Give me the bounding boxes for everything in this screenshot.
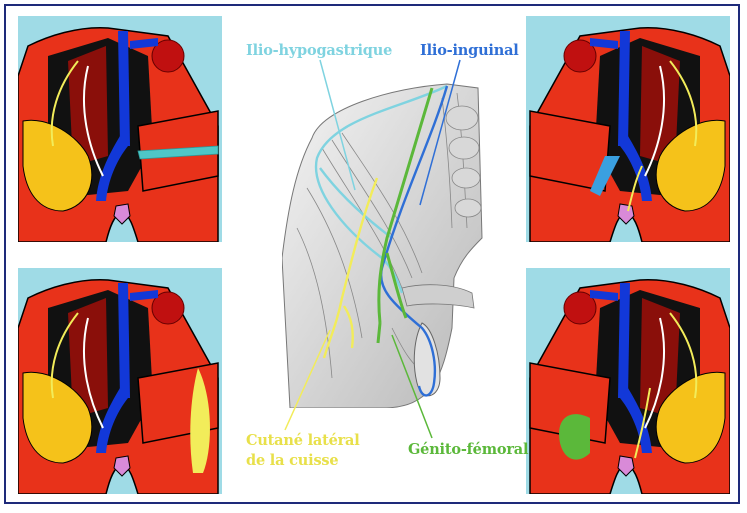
label-cutane-lateral-line2: de la cuisse [246, 452, 338, 469]
leader-genito-femoral [392, 335, 432, 438]
label-cutane-lateral-line1: Cutané latéral [246, 432, 360, 449]
leader-ilio-hypogastrique [320, 60, 355, 190]
label-ilio-hypogastrique: Ilio-hypogastrique [246, 42, 392, 59]
label-genito-femoral: Génito-fémoral [408, 441, 528, 458]
leader-cutane-lateral [285, 330, 330, 430]
label-ilio-inguinal: Ilio-inguinal [420, 42, 519, 59]
leader-ilio-inguinal [420, 60, 460, 205]
